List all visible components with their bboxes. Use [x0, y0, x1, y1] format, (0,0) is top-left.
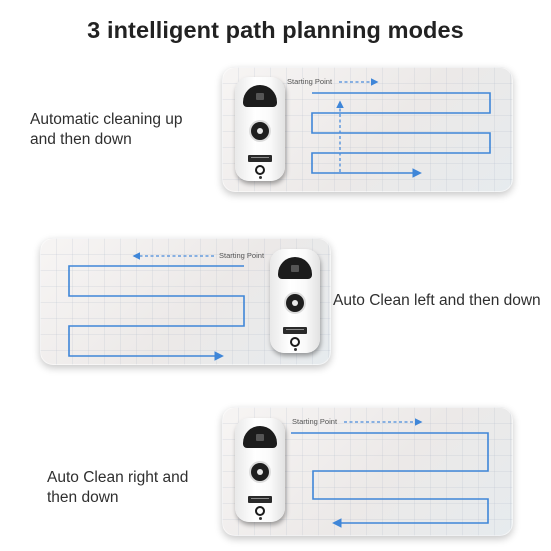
- mode-1-serpentine-path: [311, 92, 491, 178]
- mode-1-caption-line-1: Automatic cleaning up: [30, 111, 183, 128]
- mode-3-starting-point-label: Starting Point: [292, 417, 338, 426]
- mode-3-caption-line-2: then down: [47, 489, 119, 506]
- mode-2-serpentine-path: [68, 265, 245, 361]
- mode-3-caption-line-1: Auto Clean right and: [47, 469, 189, 486]
- mode-1-caption-line-2: and then down: [30, 131, 132, 148]
- window-cleaning-robot-icon: [270, 249, 320, 353]
- window-cleaning-robot-icon: [235, 77, 285, 181]
- mode-3-serpentine-path: [291, 432, 489, 528]
- mode-1-starting-point-label: Starting Point: [287, 77, 333, 86]
- mode-2-starting-point-label: Starting Point: [219, 251, 265, 260]
- mode-1-caption: Automatic cleaning up and then down: [30, 110, 220, 150]
- mode-3-caption: Auto Clean right and then down: [47, 468, 222, 508]
- mode-2-caption-line-1: Auto Clean left and then down: [333, 292, 541, 309]
- mode-2-caption: Auto Clean left and then down: [333, 291, 551, 311]
- page-title: 3 intelligent path planning modes: [87, 17, 464, 43]
- window-cleaning-robot-icon: [235, 418, 285, 522]
